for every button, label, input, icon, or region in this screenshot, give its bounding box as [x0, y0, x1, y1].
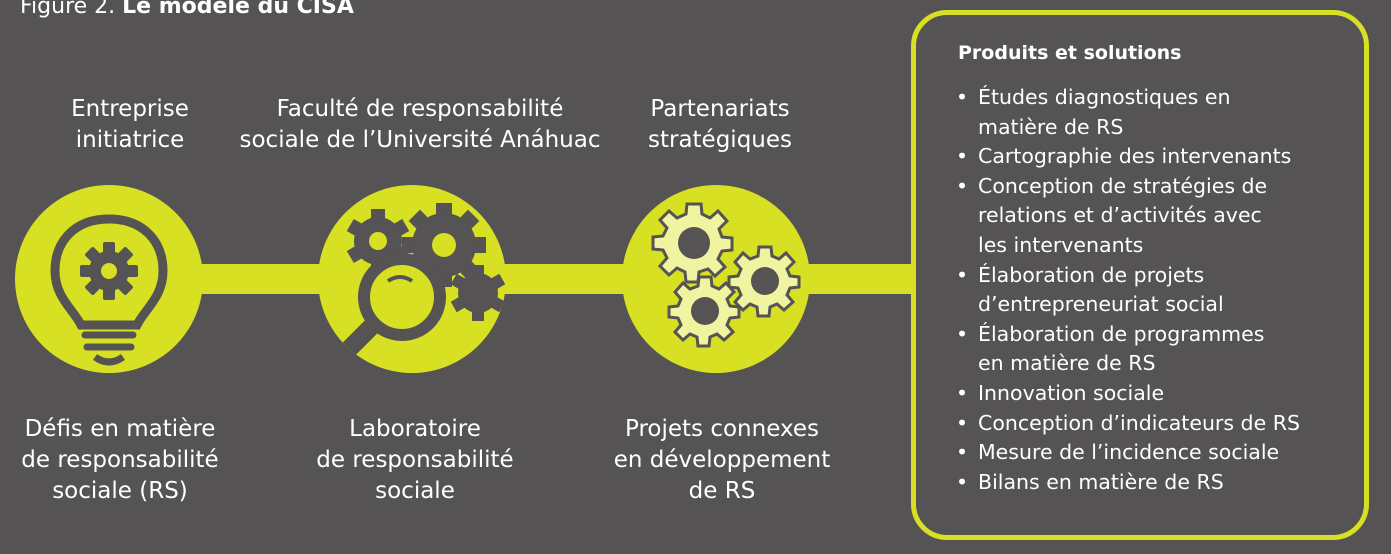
bullet-icon: • — [956, 440, 969, 465]
figure-label: Figure 2. — [20, 0, 116, 19]
bullet-icon: • — [956, 173, 969, 198]
node-1-circle — [15, 185, 203, 373]
three-gears-icon — [651, 202, 801, 348]
bullet-icon: • — [956, 410, 969, 435]
figure-title: Figure 2. Le modèle du CISA — [20, 0, 354, 19]
list-item-text: Élaboration de projets — [978, 262, 1205, 287]
node-2-circle — [318, 185, 506, 373]
panel-title: Produits et solutions — [958, 42, 1182, 64]
list-item-text: Innovation sociale — [978, 380, 1165, 405]
bullet-icon: • — [956, 262, 969, 287]
list-item: • Conception de stratégies de relations et… — [956, 172, 1300, 261]
list-item-text: Conception de stratégies de — [978, 173, 1268, 198]
lightbulb-gear-icon — [50, 214, 168, 366]
node-3-bottom-label: Projets connexes en développement de RS — [613, 416, 831, 504]
bullet-icon: • — [956, 380, 969, 405]
node-1-top-label: Entreprise initiatrice — [71, 96, 189, 153]
list-item-text: en matière de RS — [978, 351, 1156, 376]
list-item: • Études diagnostiques en matière de RS — [956, 83, 1300, 142]
list-item-text: Mesure de l’incidence sociale — [978, 440, 1280, 465]
list-item-text: matière de RS — [978, 114, 1124, 139]
list-item-text: Élaboration de programmes — [978, 321, 1265, 346]
figure-title-text: Le modèle du CISA — [122, 0, 354, 19]
node-3-top-label: Partenariats stratégiques — [647, 96, 793, 153]
list-item-text: Cartographie des intervenants — [978, 144, 1292, 169]
list-item-text: Études diagnostiques en — [978, 85, 1231, 109]
list-item: • Cartographie des intervenants — [956, 142, 1300, 172]
list-item: • Conception d’indicateurs de RS — [956, 409, 1300, 439]
node-1-bottom-label: Défis en matière de responsabilité socia… — [21, 416, 219, 504]
bullet-icon: • — [956, 144, 969, 169]
node-2-top-label: Faculté de responsabilité sociale de l’U… — [239, 96, 601, 153]
list-item-text: Conception d’indicateurs de RS — [978, 410, 1300, 435]
node-3-circle — [622, 185, 810, 373]
node-2-bottom-label: Laboratoire de responsabilité sociale — [316, 416, 514, 504]
bullet-icon: • — [956, 85, 969, 109]
list-item: • Innovation sociale — [956, 379, 1300, 409]
products-list: • Études diagnostiques en matière de RS • Ca… — [956, 83, 1300, 497]
list-item: • Mesure de l’incidence sociale — [956, 438, 1300, 468]
bullet-icon: • — [956, 321, 969, 346]
list-item-text: relations et d’activités avec — [978, 203, 1262, 228]
list-item: • Bilans en matière de RS — [956, 468, 1300, 498]
gears-magnifier-icon — [329, 203, 506, 369]
list-item-text: d’entrepreneuriat social — [978, 292, 1224, 317]
list-item-text: Bilans en matière de RS — [978, 469, 1224, 494]
list-item: • Élaboration de programmes en matière de … — [956, 320, 1300, 379]
bullet-icon: • — [956, 469, 969, 494]
list-item-text: les intervenants — [978, 232, 1144, 257]
list-item: • Élaboration de projets d’entrepreneuriat… — [956, 261, 1300, 320]
products-panel: Produits et solutions • Études diagnostiq… — [911, 10, 1369, 540]
